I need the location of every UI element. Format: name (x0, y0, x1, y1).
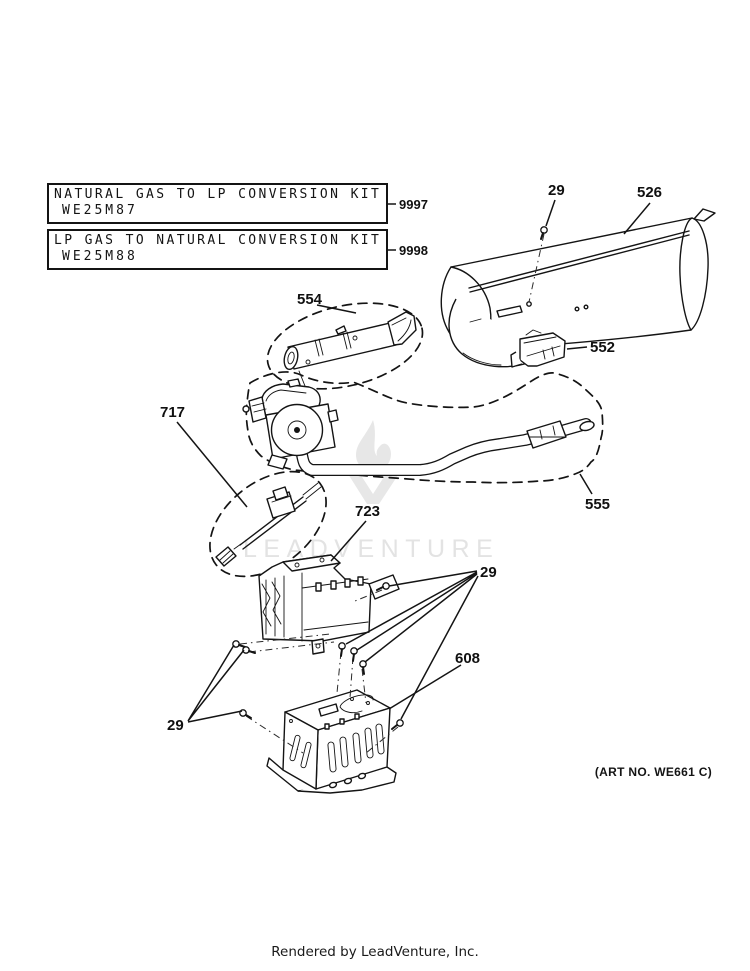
label-526: 526 (637, 184, 662, 201)
label-29-left: 29 (167, 717, 184, 734)
watermark-text: LEADVENTURE (243, 535, 499, 563)
leader-lines (176, 199, 651, 723)
label-552: 552 (590, 339, 615, 356)
part-723-burner-support (258, 554, 400, 655)
part-555-gas-valve-pipe (242, 378, 595, 476)
part-608-burner-box (266, 689, 397, 794)
part-526-burner-cover (440, 208, 716, 368)
screw-29-box3-glyph (359, 660, 367, 675)
part-552-bracket (510, 329, 566, 368)
group-554-outline (266, 302, 424, 390)
art-number: (ART NO. WE661 C) (594, 765, 712, 779)
group-717-outline (209, 470, 327, 578)
label-29-top: 29 (548, 182, 565, 199)
screw-29-right-glyph (391, 719, 404, 730)
label-717: 717 (160, 404, 185, 421)
rendered-by-credit: Rendered by LeadVenture, Inc. (271, 944, 479, 960)
pipe-sleeve (526, 420, 567, 449)
label-9998: 9998 (399, 243, 428, 258)
gas-valve (242, 378, 339, 470)
callout-box-natural-to-lp: NATURAL GAS TO LP CONVERSION KIT WE25M87 (47, 183, 388, 224)
screw-29-box1-glyph (338, 642, 346, 657)
label-29-right: 29 (480, 564, 497, 581)
callout-box-lp-to-natural: LP GAS TO NATURAL CONVERSION KIT WE25M88 (47, 229, 388, 270)
label-9997: 9997 (399, 197, 428, 212)
kit-part-number: WE25M87 (62, 203, 138, 218)
kit-name: LP GAS TO NATURAL CONVERSION KIT (54, 233, 382, 248)
label-608: 608 (455, 650, 480, 667)
part-number-labels: 29 526 554 552 717 555 723 29 608 29 999… (160, 182, 662, 734)
screw-29-top-glyph (540, 226, 548, 240)
part-717-igniter (215, 482, 322, 567)
label-555: 555 (585, 496, 610, 513)
kit-part-number: WE25M88 (62, 249, 138, 264)
flame-icon (356, 420, 391, 472)
part-554-burner-tube (283, 311, 417, 387)
pipe-end-fitting (579, 420, 595, 432)
screw-29-left2-glyph (242, 646, 256, 654)
label-554: 554 (297, 291, 323, 308)
label-723: 723 (355, 503, 380, 520)
screw-29-box2-glyph (350, 647, 358, 662)
assembly-guide-lines (239, 233, 545, 754)
kit-name: NATURAL GAS TO LP CONVERSION KIT (54, 187, 382, 202)
